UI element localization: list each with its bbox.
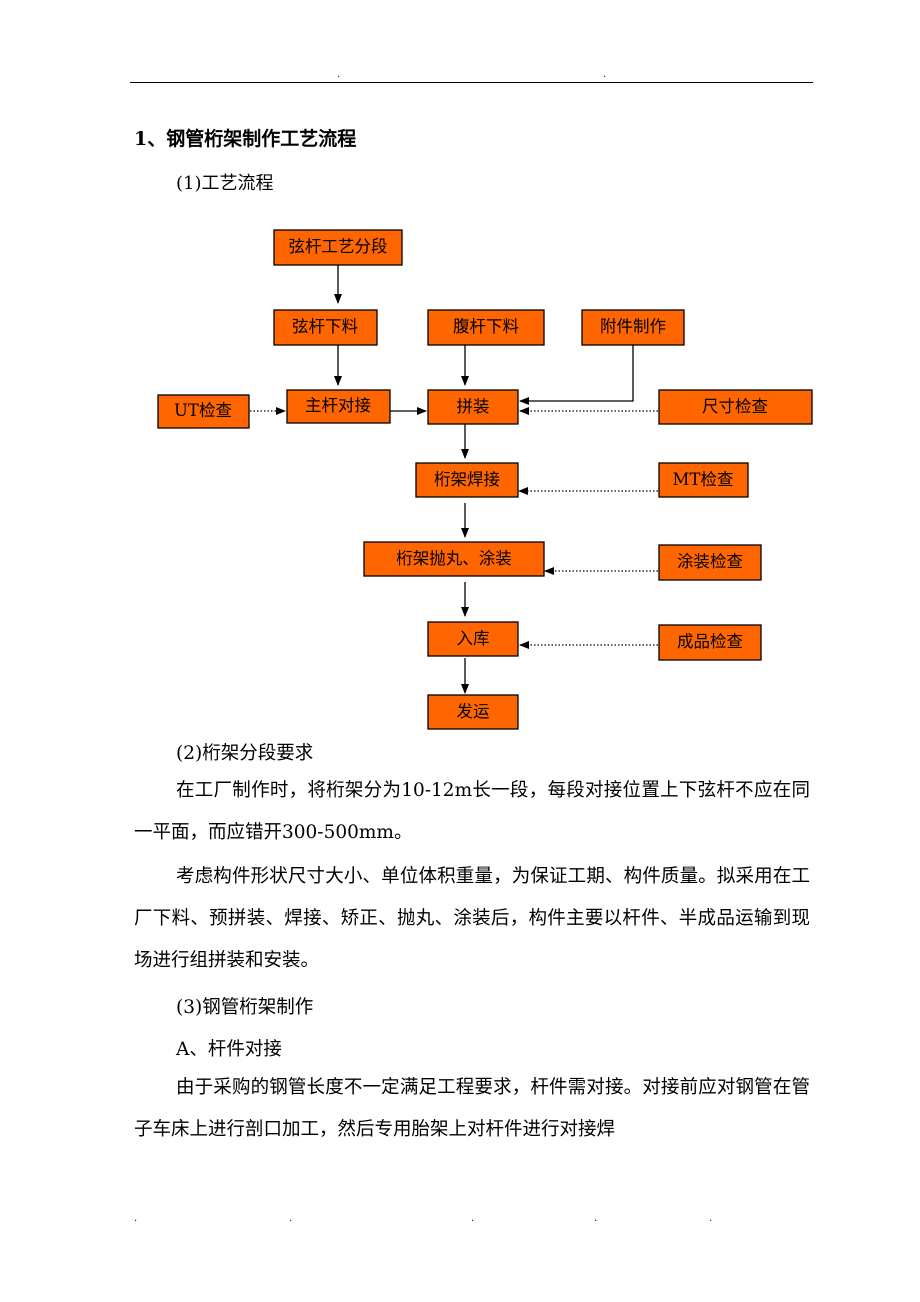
node-storage: 入库 — [427, 621, 519, 657]
node-chord-cutting: 弦杆下料 — [273, 309, 378, 346]
header-dot: . — [603, 69, 607, 80]
footer-dot: . — [594, 1213, 598, 1224]
svg-text:涂装检查: 涂装检查 — [677, 552, 743, 571]
node-web-cutting: 腹杆下料 — [427, 309, 545, 346]
paragraph-butt-joint: 由于采购的钢管长度不一定满足工程要求，杆件需对接。对接前应对钢管在管子车床上进行… — [134, 1077, 810, 1140]
subsection-butt-joint: A、杆件对接 — [176, 1039, 282, 1060]
node-attachment: 附件制作 — [581, 309, 685, 346]
node-mt-check: MT检查 — [658, 462, 749, 498]
svg-text:弦杆工艺分段: 弦杆工艺分段 — [289, 237, 388, 256]
node-coating-check: 涂装检查 — [658, 544, 762, 581]
node-shipping: 发运 — [427, 694, 519, 730]
node-assembly: 拼装 — [427, 389, 519, 425]
node-main-butt: 主杆对接 — [286, 389, 391, 424]
svg-text:尺寸检查: 尺寸检查 — [702, 397, 768, 416]
svg-text:主杆对接: 主杆对接 — [305, 396, 371, 415]
svg-text:UT检查: UT检查 — [174, 401, 232, 420]
node-dimension-check: 尺寸检查 — [658, 389, 813, 425]
node-blast-coat: 桁架抛丸、涂装 — [363, 541, 545, 577]
svg-text:MT检查: MT检查 — [673, 470, 734, 489]
paragraph-segmentation: 在工厂制作时，将桁架分为10-12m长一段，每段对接位置上下弦杆不应在同一平面，… — [134, 780, 810, 843]
node-product-check: 成品检查 — [658, 624, 762, 661]
svg-text:腹杆下料: 腹杆下料 — [453, 317, 519, 336]
footer-dot: . — [471, 1213, 475, 1224]
footer-dot: . — [709, 1213, 713, 1224]
subsection-process: (1)工艺流程 — [176, 173, 274, 194]
svg-text:成品检查: 成品检查 — [677, 632, 743, 651]
paragraph-transport: 考虑构件形状尺寸大小、单位体积重量，为保证工期、构件质量。拟采用在工厂下料、预拼… — [134, 866, 810, 971]
header-dot: . — [337, 69, 341, 80]
node-truss-welding: 桁架焊接 — [415, 462, 519, 498]
footer-dot: . — [134, 1213, 138, 1224]
section-title: 1、钢管桁架制作工艺流程 — [134, 128, 357, 150]
svg-text:弦杆下料: 弦杆下料 — [292, 317, 358, 336]
process-flowchart: 弦杆工艺分段 弦杆下料 腹杆下料 附件制作 UT检查 主杆对接 拼装 尺寸检查 … — [157, 229, 813, 730]
svg-text:附件制作: 附件制作 — [600, 317, 666, 336]
svg-text:桁架抛丸、涂装: 桁架抛丸、涂装 — [396, 549, 512, 568]
node-segmentation: 弦杆工艺分段 — [273, 229, 403, 266]
header-rule — [130, 82, 813, 83]
svg-text:拼装: 拼装 — [457, 397, 490, 416]
subsection-segmentation: (2)桁架分段要求 — [176, 743, 314, 764]
svg-text:发运: 发运 — [457, 702, 490, 721]
node-ut-check: UT检查 — [157, 394, 250, 429]
svg-text:入库: 入库 — [457, 629, 490, 648]
arrow-attachment-to-assembly — [519, 345, 634, 405]
subsection-fabrication: (3)钢管桁架制作 — [176, 997, 314, 1018]
footer-dot: . — [289, 1213, 293, 1224]
svg-text:桁架焊接: 桁架焊接 — [434, 470, 500, 489]
